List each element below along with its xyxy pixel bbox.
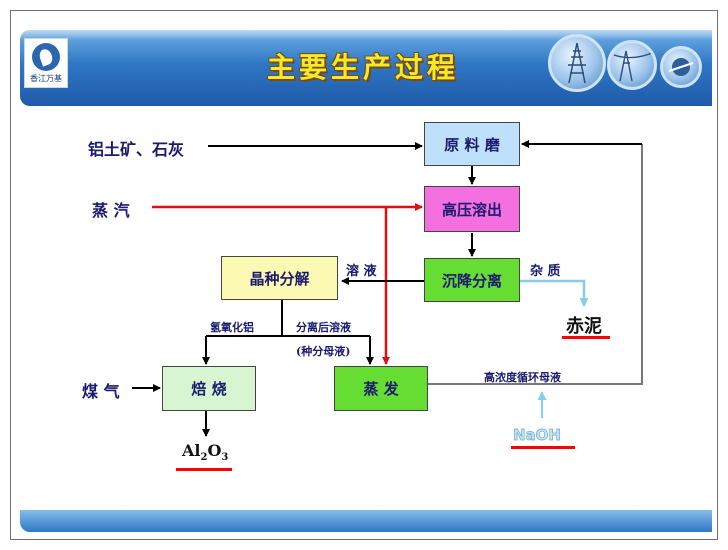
header-shine [20,30,712,40]
red-mud-underline [562,336,610,339]
step-decomposition: 晶种分解 [221,256,338,300]
company-logo: 香江万基 [24,38,68,88]
step-evaporation: 蒸 发 [334,366,428,411]
step-grinding: 原 料 磨 [424,122,520,166]
label-seed-mother-liquor: (种分母液) [296,345,351,358]
step-calcination: 焙 烧 [162,366,256,411]
input-bauxite-lime: 铝土矿、石灰 [88,140,185,159]
label-red-mud: 赤泥 [566,316,602,337]
recycle-loop-line [428,144,643,385]
label-solution: 溶 液 [346,264,377,279]
product-o: O [207,441,222,460]
product-al: Al [182,441,201,460]
arrow-impurity-to-red-mud [520,279,589,307]
step-digestion: 高压溶出 [424,186,520,232]
label-aluminum-hydroxide: 氢氧化铝 [210,321,254,334]
step-calcination-label: 焙 烧 [191,380,227,398]
step-digestion-label: 高压溶出 [441,200,502,219]
step-settling-label: 沉降分离 [441,271,502,290]
product-underline [176,468,232,471]
product-alumina: Al2O3 [182,441,228,463]
naoh-underline [511,446,575,449]
transmission-tower-photo [548,34,606,92]
label-recycle: 高浓度循环母液 [484,371,561,384]
footer-bar [20,510,712,532]
power-line-photo [607,40,657,90]
label-impurity: 杂 质 [530,264,561,279]
input-steam: 蒸 汽 [92,201,130,220]
logo-text: 香江万基 [30,74,62,83]
logo-icon [32,43,60,71]
page-title: 主要生产过程 [266,51,459,84]
step-evaporation-label: 蒸 发 [363,380,399,398]
step-grinding-label: 原 料 磨 [444,135,500,154]
label-naoh: NaOH [513,426,562,445]
product-sub-2: 2 [200,452,208,464]
globe-photo [660,46,702,88]
product-sub-3: 3 [221,452,229,464]
label-mother-liquor: 分离后溶液 [296,321,351,334]
step-decomposition-label: 晶种分解 [249,269,310,288]
input-gas: 煤 气 [82,382,120,401]
step-settling: 沉降分离 [424,258,520,302]
